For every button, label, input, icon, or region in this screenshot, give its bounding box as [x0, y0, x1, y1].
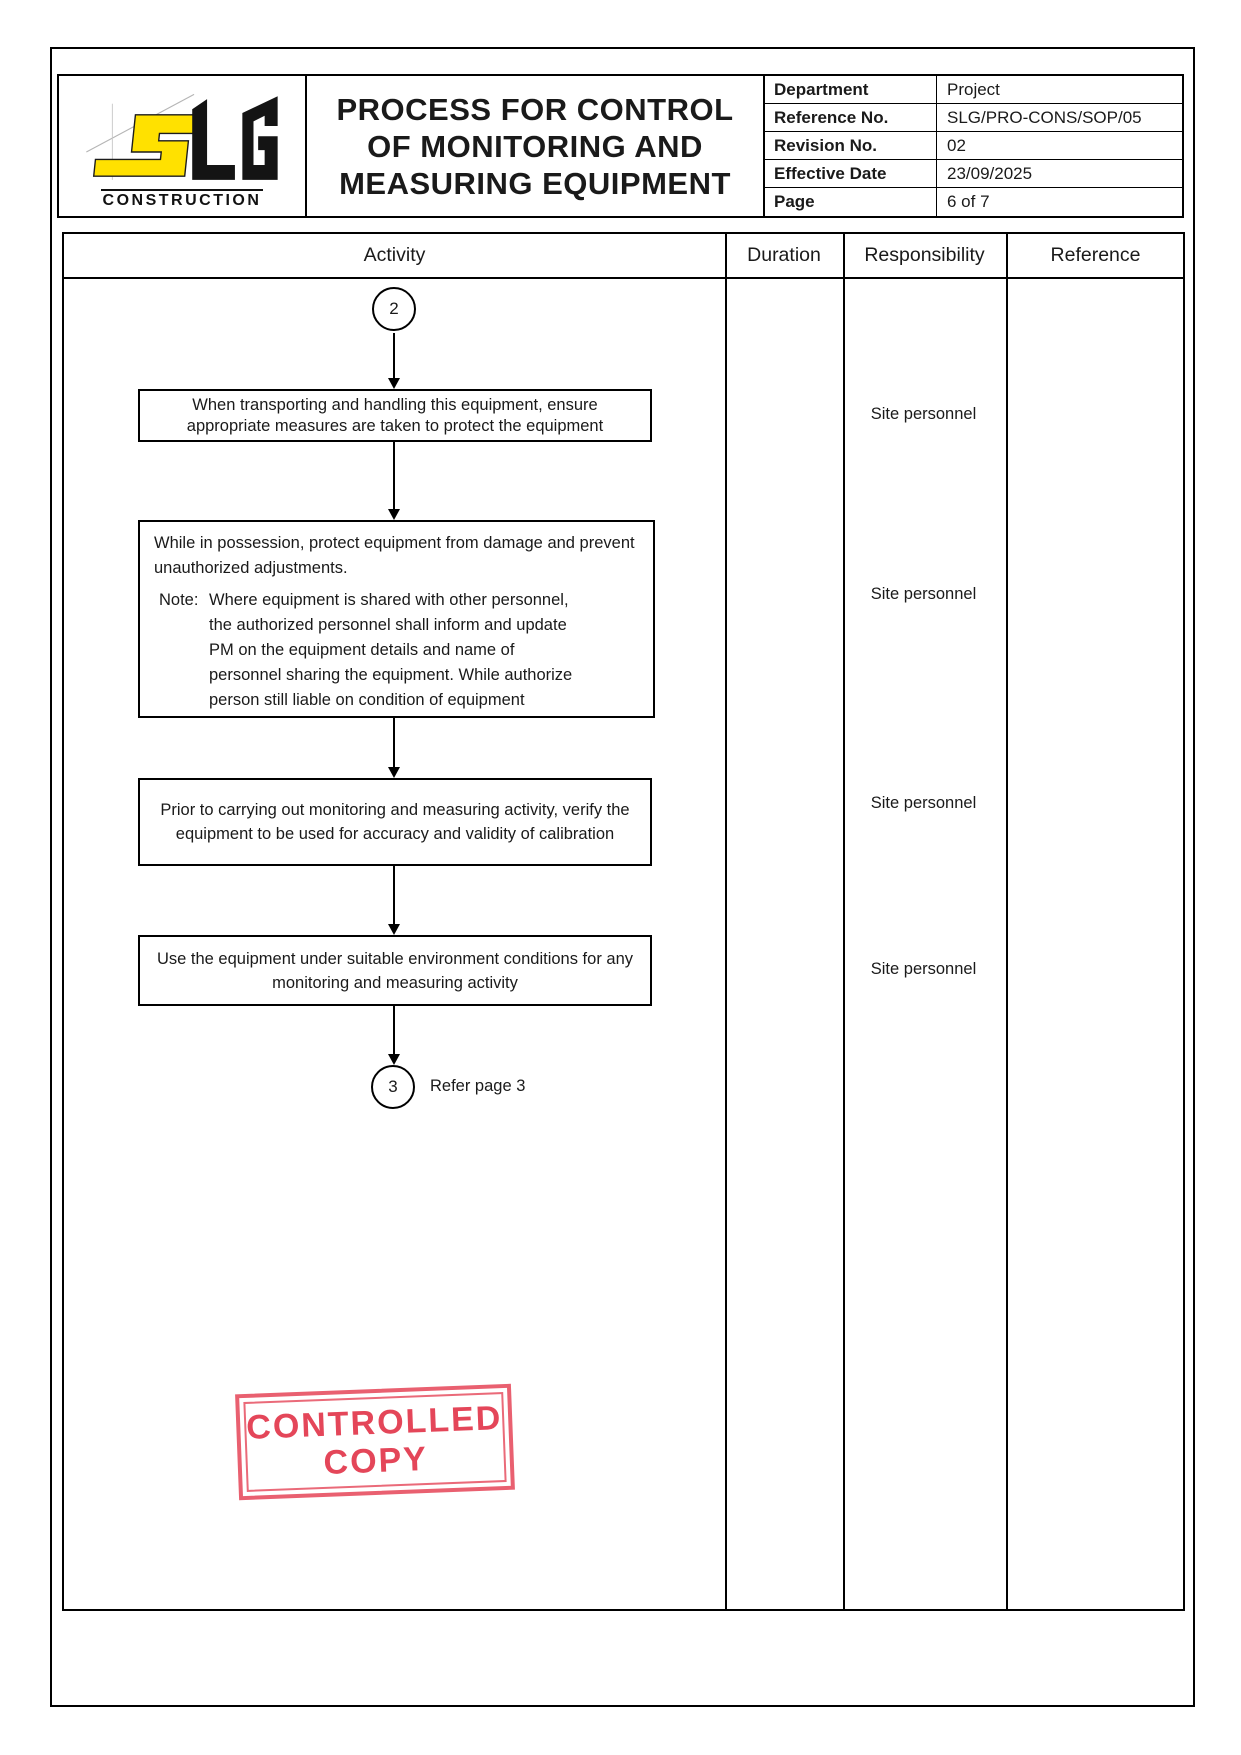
connector-number: 2 — [389, 299, 399, 318]
flow-arrow — [387, 718, 400, 778]
column-header-activity: Activity — [363, 244, 426, 266]
stamp-line-1: CONTROLLED — [245, 1399, 503, 1447]
responsibility-entry: Site personnel — [870, 405, 977, 423]
document-title: PROCESS FOR CONTROL OF MONITORING AND ME… — [307, 76, 765, 216]
meta-row-reference-no: Reference No. SLG/PRO-CONS/SOP/05 — [765, 104, 1182, 132]
header-row-divider — [64, 277, 1183, 279]
column-divider — [1006, 234, 1008, 1609]
column-header-duration: Duration — [747, 244, 821, 266]
flow-connector-3: 3 — [371, 1065, 415, 1109]
column-divider — [725, 234, 727, 1609]
flow-connector-2: 2 — [372, 287, 416, 331]
flow-step-text: Use the equipment under suitable environ… — [156, 949, 634, 992]
slg-logo-icon — [86, 93, 278, 180]
responsibility-entry: Site personnel — [870, 794, 977, 812]
title-line: MEASURING EQUIPMENT — [339, 165, 731, 201]
meta-row-page: Page 6 of 7 — [765, 188, 1182, 216]
flow-step-text: Prior to carrying out monitoring and mea… — [160, 801, 630, 843]
note-text: Where equipment is shared with other per… — [209, 591, 573, 709]
meta-value: 02 — [947, 135, 966, 155]
responsibility-entry: Site personnel — [870, 585, 977, 603]
refer-page-label: Refer page 3 — [430, 1077, 526, 1095]
meta-label: Page — [765, 188, 937, 216]
column-header-reference: Reference — [1050, 244, 1141, 266]
flow-step-note: Note: Where equipment is shared with oth… — [154, 588, 641, 713]
meta-row-department: Department Project — [765, 76, 1182, 104]
flow-step-text: When transporting and handling this equi… — [186, 395, 604, 435]
meta-label: Department — [765, 76, 937, 103]
flow-step-3: Prior to carrying out monitoring and mea… — [138, 778, 652, 866]
stamp-line-2: COPY — [322, 1439, 429, 1482]
flow-arrow — [387, 441, 400, 520]
flow-arrow — [387, 866, 400, 935]
title-line: OF MONITORING AND — [367, 128, 703, 164]
page-border — [50, 47, 1195, 1707]
meta-value: 23/09/2025 — [947, 163, 1033, 183]
stamp-text: CONTROLLED COPY — [243, 1392, 507, 1492]
note-label: Note: — [159, 591, 199, 609]
meta-value: Project — [947, 79, 1000, 99]
process-table: Activity Duration Responsibility Referen… — [62, 232, 1185, 1611]
title-line: PROCESS FOR CONTROL — [336, 91, 734, 127]
responsibility-entry: Site personnel — [870, 960, 977, 978]
flow-step-2: While in possession, protect equipment f… — [138, 520, 655, 718]
flow-arrow — [387, 333, 400, 389]
controlled-copy-stamp: CONTROLLED COPY — [235, 1383, 515, 1501]
meta-row-effective-date: Effective Date 23/09/2025 — [765, 160, 1182, 188]
connector-number: 3 — [388, 1077, 398, 1096]
flow-step-1: When transporting and handling this equi… — [138, 389, 652, 442]
header-table: CONSTRUCTION PROCESS FOR CONTROL OF MONI… — [57, 74, 1184, 218]
meta-label: Revision No. — [765, 132, 937, 159]
meta-label: Effective Date — [765, 160, 937, 187]
logo-caption: CONSTRUCTION — [100, 188, 264, 210]
meta-table: Department Project Reference No. SLG/PRO… — [765, 76, 1182, 216]
meta-value: 6 of 7 — [947, 192, 990, 211]
flow-step-4: Use the equipment under suitable environ… — [138, 935, 652, 1006]
meta-value: SLG/PRO-CONS/SOP/05 — [947, 107, 1142, 127]
meta-label: Reference No. — [765, 104, 937, 131]
column-header-responsibility: Responsibility — [864, 244, 985, 266]
company-logo: CONSTRUCTION — [59, 76, 307, 216]
meta-row-revision-no: Revision No. 02 — [765, 132, 1182, 160]
flow-step-text: While in possession, protect equipment f… — [154, 534, 635, 577]
column-divider — [843, 234, 845, 1609]
flow-arrow — [387, 1006, 400, 1065]
